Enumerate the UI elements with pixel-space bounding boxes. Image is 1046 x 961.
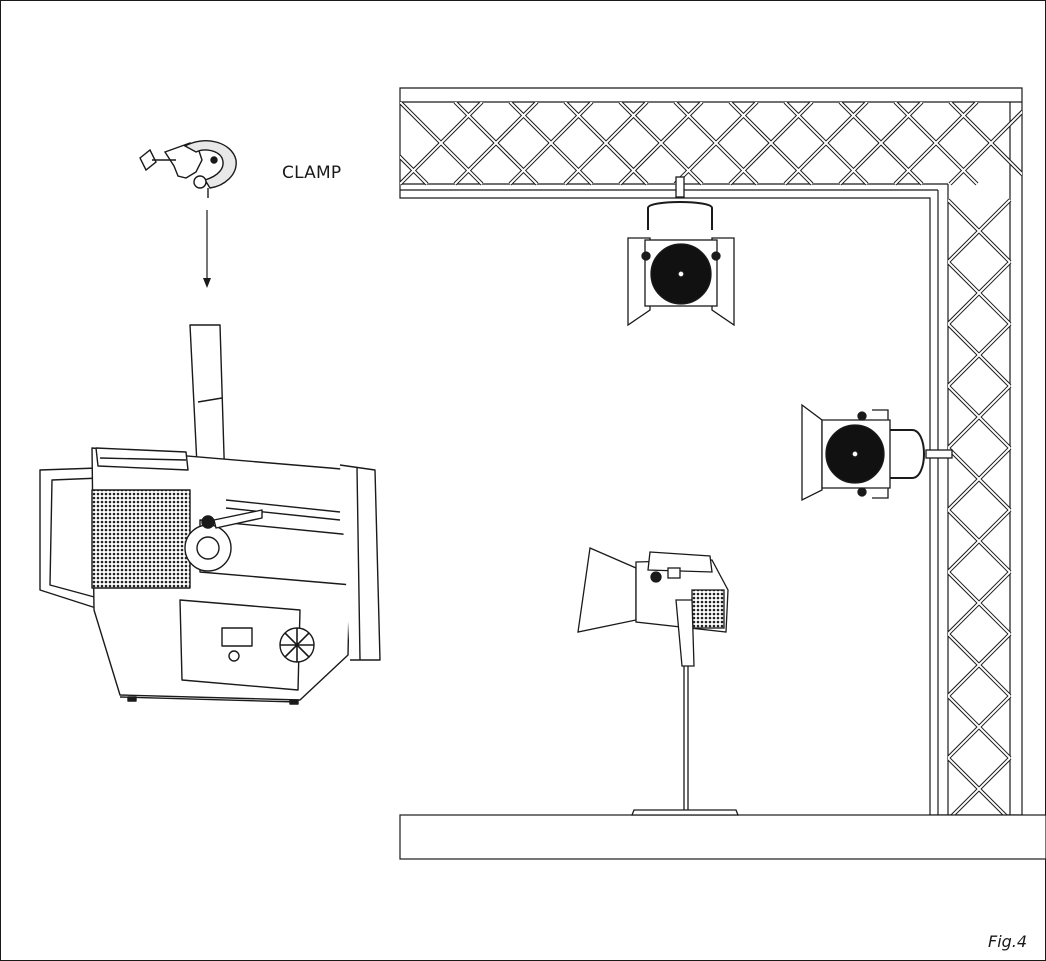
spotlight-hanging-icon — [627, 176, 735, 327]
light-stand-icon — [577, 547, 739, 816]
floor-base — [399, 814, 1046, 860]
down-arrow-icon — [203, 210, 211, 288]
clamp-icon — [139, 140, 237, 198]
clamp-label: CLAMP — [282, 163, 342, 183]
figure-label: Fig.4 — [988, 932, 1028, 951]
spotlight-side-icon — [801, 403, 953, 502]
truss-icon — [399, 87, 1023, 816]
spotlight-fixture-large — [39, 324, 381, 705]
